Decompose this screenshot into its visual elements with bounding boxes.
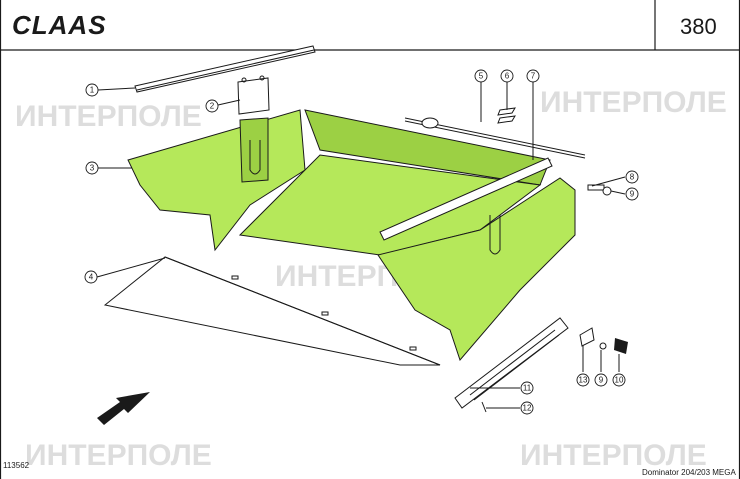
part-bracket-11 — [454, 317, 569, 409]
part-pin-12 — [481, 401, 487, 413]
part-hopper-3 — [127, 109, 576, 361]
callout-1: 1 — [85, 83, 99, 97]
page-number: 380 — [680, 14, 717, 39]
svg-text:7: 7 — [531, 72, 536, 81]
svg-text:12: 12 — [523, 404, 532, 413]
svg-text:13: 13 — [579, 376, 588, 385]
callout-2: 2 — [205, 99, 219, 113]
callout-12: 12 — [520, 401, 534, 415]
svg-text:9: 9 — [630, 190, 635, 199]
watermark-4: ИНТЕРПОЛЕ — [25, 439, 212, 472]
callout-4: 4 — [84, 270, 98, 284]
svg-text:5: 5 — [479, 72, 484, 81]
callout-11: 11 — [520, 381, 534, 395]
svg-text:6: 6 — [505, 72, 510, 81]
model-label: Dominator 204/203 MEGA — [642, 468, 736, 477]
claas-logo: CLAAS — [12, 10, 107, 40]
callout-9-upper: 9 — [625, 187, 639, 201]
callout-leaders — [96, 82, 626, 409]
svg-text:11: 11 — [523, 384, 532, 393]
watermark-2: ИНТЕРПОЛЕ — [540, 86, 727, 119]
svg-text:4: 4 — [89, 273, 94, 282]
drawing-number: 113562 — [3, 461, 30, 470]
part-clips-6 — [497, 107, 516, 124]
part-plate-2 — [237, 75, 270, 115]
watermark-5: ИНТЕРПОЛЕ — [520, 439, 707, 472]
part-rod-5 — [404, 117, 586, 159]
callout-9-lower: 9 — [594, 373, 608, 387]
part-hardware-13 — [579, 327, 628, 354]
callout-6: 6 — [500, 69, 514, 83]
direction-arrow — [97, 392, 150, 425]
callout-13: 13 — [576, 373, 590, 387]
svg-text:9: 9 — [599, 376, 604, 385]
callout-5: 5 — [474, 69, 488, 83]
watermark-1: ИНТЕРПОЛЕ — [15, 100, 202, 133]
svg-text:3: 3 — [90, 164, 95, 173]
part-strip-7 — [379, 157, 553, 241]
part-sheet-4 — [103, 256, 441, 366]
svg-text:2: 2 — [210, 102, 215, 111]
svg-text:8: 8 — [630, 173, 635, 182]
callout-10: 10 — [612, 373, 626, 387]
callout-3: 3 — [85, 161, 99, 175]
svg-text:10: 10 — [615, 376, 624, 385]
svg-text:1: 1 — [90, 86, 95, 95]
callout-7: 7 — [526, 69, 540, 83]
callout-8: 8 — [625, 170, 639, 184]
part-bar-1 — [134, 45, 316, 93]
part-bolt-8 — [587, 184, 612, 196]
